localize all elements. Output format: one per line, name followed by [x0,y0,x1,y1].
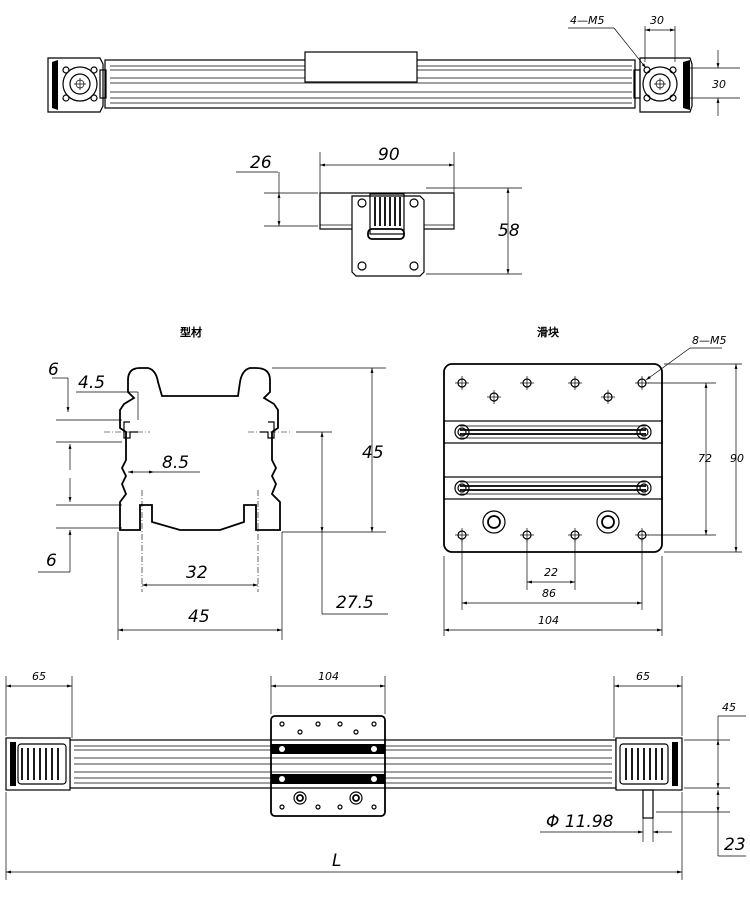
dim-front-65-left: 65 [32,670,46,683]
title-profile: 型材 [180,325,202,339]
dim-profile-6-bottom: 6 [46,551,57,571]
dim-profile-8-5: 8.5 [162,453,189,473]
dim-front-104: 104 [318,670,339,683]
title-slider: 滑块 [537,325,560,339]
front-right-endcap [615,737,683,819]
dim-top-30-height: 30 [712,78,726,91]
dim-profile-45-width: 45 [188,607,210,627]
slider-plate [443,363,663,553]
dim-front-length: L [332,851,341,871]
slider-view: 滑块 [443,325,744,636]
dim-end-26: 26 [250,153,272,173]
top-slider [304,51,418,83]
end-cap-block [351,195,425,277]
dim-profile-32: 32 [186,563,208,583]
dim-slider-72: 72 [698,452,712,465]
dim-profile-4-5: 4.5 [78,373,105,393]
front-view: 65 104 65 45 23 Φ 11.98 L [5,670,746,880]
dim-front-23: 23 [724,835,746,855]
dim-front-45: 45 [722,701,736,714]
slider-top-holes [455,376,649,404]
top-view: 4—M5 30 30 [47,14,740,116]
top-right-endcap [633,57,693,113]
dim-profile-45-height: 45 [362,443,384,463]
dim-profile-27-5: 27.5 [336,593,374,613]
end-view: 90 26 58 [236,145,522,277]
dim-front-65-right: 65 [636,670,650,683]
profile-outline [119,367,281,531]
dim-end-90: 90 [378,145,400,165]
slider-bottom-holes [455,510,649,542]
label-4-m5: 4—M5 [570,14,605,27]
dim-front-shaft-diameter: Φ 11.98 [546,812,614,832]
front-left-endcap [5,737,71,791]
profile-section: 型材 6 4.5 8.5 6 32 45 [38,325,388,640]
label-8-m5: 8—M5 [692,334,727,347]
dim-end-58: 58 [498,221,520,241]
dim-slider-104: 104 [538,614,559,627]
dim-profile-6-top: 6 [48,360,59,380]
dim-top-30-width: 30 [650,14,664,27]
dim-slider-22: 22 [544,566,558,579]
drive-shaft [642,789,654,819]
dim-slider-90: 90 [730,452,744,465]
dim-slider-86: 86 [542,587,556,600]
front-slider [270,715,386,817]
top-left-endcap [47,57,107,113]
